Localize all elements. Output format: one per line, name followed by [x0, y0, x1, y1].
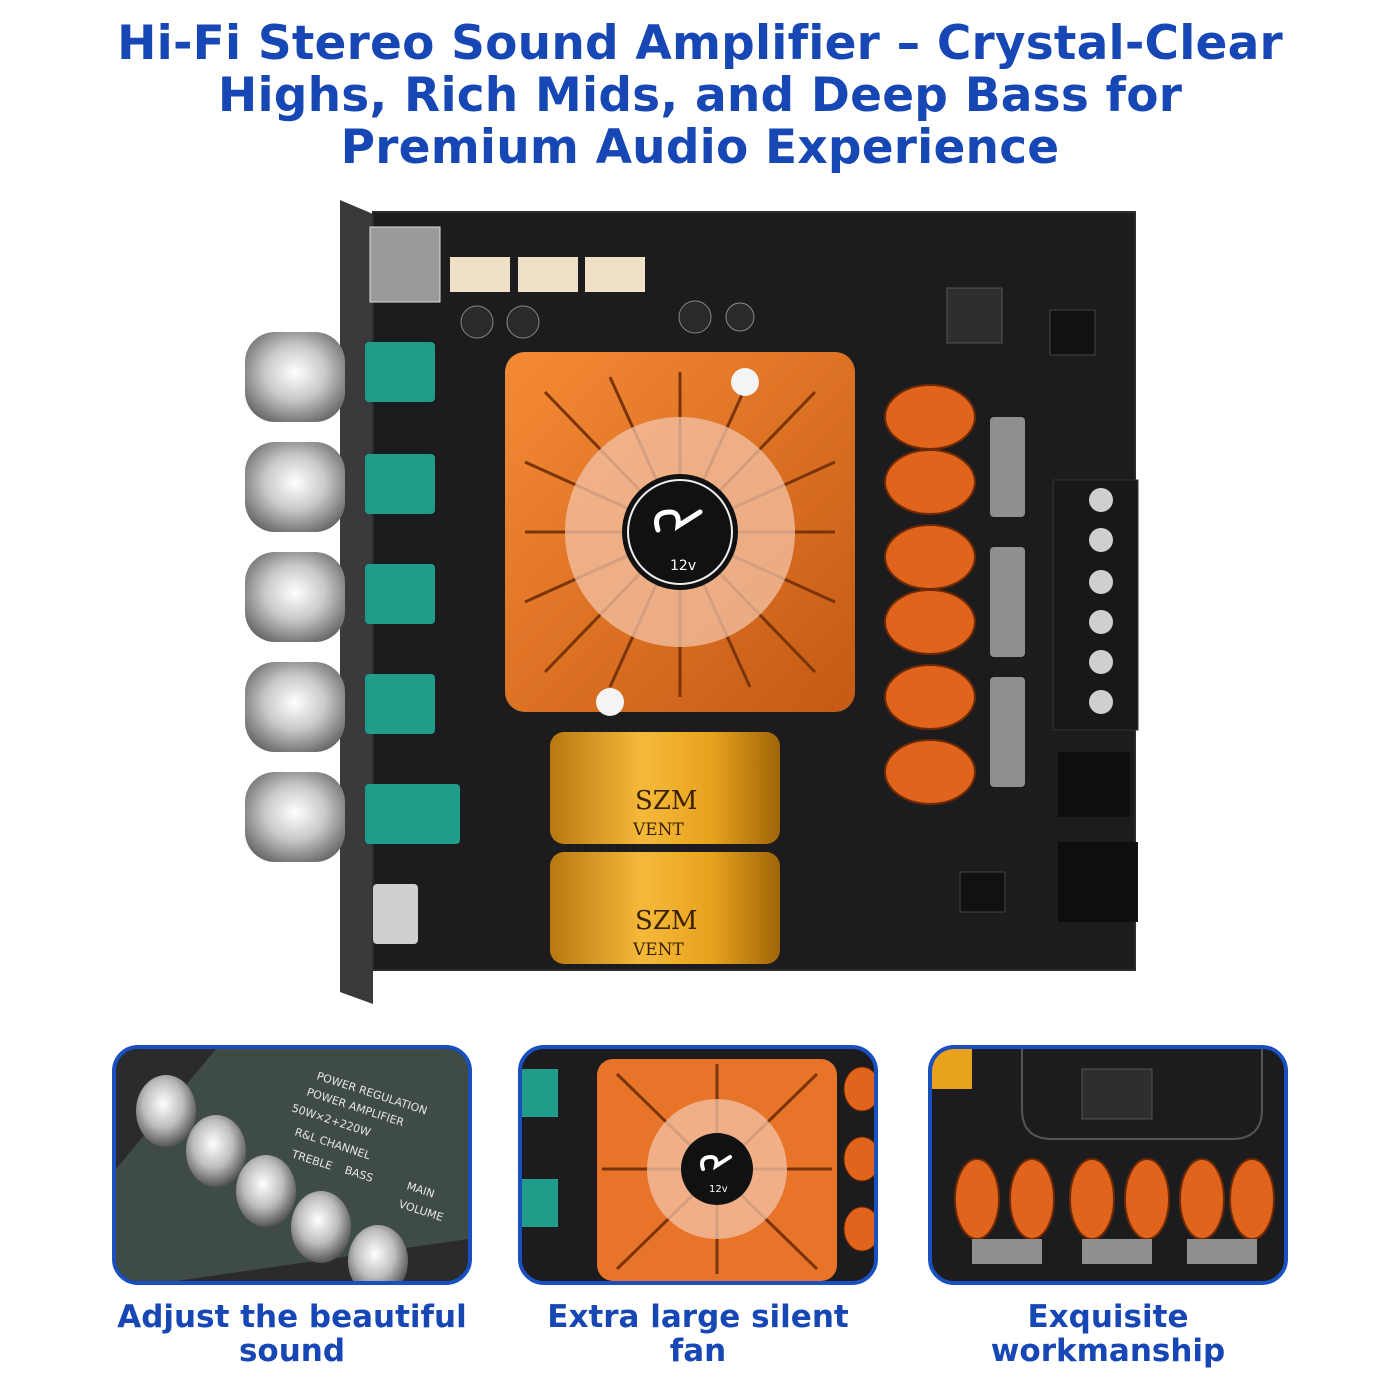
caption-line-1: Exquisite	[1027, 1299, 1189, 1335]
capacitor-brand-2: SZM	[635, 906, 698, 936]
inductor-coils	[884, 384, 976, 805]
volume-knobs	[245, 332, 460, 862]
headline-line-1: Hi-Fi Stereo Sound Amplifier – Crystal-C…	[117, 16, 1283, 71]
feature-card-knobs: POWER REGULATION POWER AMPLIFIER 50W×2+2…	[112, 1045, 472, 1285]
caption-line-1: Extra large silent	[547, 1299, 849, 1335]
caption-line-1: Adjust the beautiful	[117, 1299, 467, 1335]
capacitor-series: VENT	[632, 820, 685, 840]
headline-line-2: Highs, Rich Mids, and Deep Bass for	[217, 68, 1183, 123]
speaker-terminal-block	[1052, 479, 1139, 731]
knobs-closeup-image: POWER REGULATION POWER AMPLIFIER 50W×2+2…	[116, 1049, 468, 1281]
feature-caption-fan: Extra large silent fan	[498, 1300, 898, 1368]
fan-closeup-image: 12v	[522, 1049, 874, 1281]
fan-closeup-label: 12v	[709, 1184, 728, 1195]
feature-caption-knobs: Adjust the beautiful sound	[92, 1300, 492, 1368]
amplifier-board-image: 12v SZM VENT SZM VENT	[225, 192, 1165, 1012]
capacitor-series-2: VENT	[632, 940, 685, 960]
capacitors: SZM VENT SZM VENT	[550, 732, 780, 964]
headline-line-3: Premium Audio Experience	[340, 120, 1060, 175]
feature-card-coils	[928, 1045, 1288, 1285]
fan-label: 12v	[670, 558, 696, 574]
caption-line-2: fan	[669, 1333, 727, 1369]
caption-line-2: workmanship	[990, 1333, 1226, 1369]
headline: Hi-Fi Stereo Sound Amplifier – Crystal-C…	[40, 18, 1360, 174]
heatsink: 12v	[505, 352, 855, 716]
feature-card-fan: 12v	[518, 1045, 878, 1285]
coils-closeup-image	[932, 1049, 1284, 1281]
feature-caption-workmanship: Exquisite workmanship	[908, 1300, 1308, 1368]
capacitor-brand: SZM	[635, 786, 698, 816]
caption-line-2: sound	[238, 1333, 346, 1369]
